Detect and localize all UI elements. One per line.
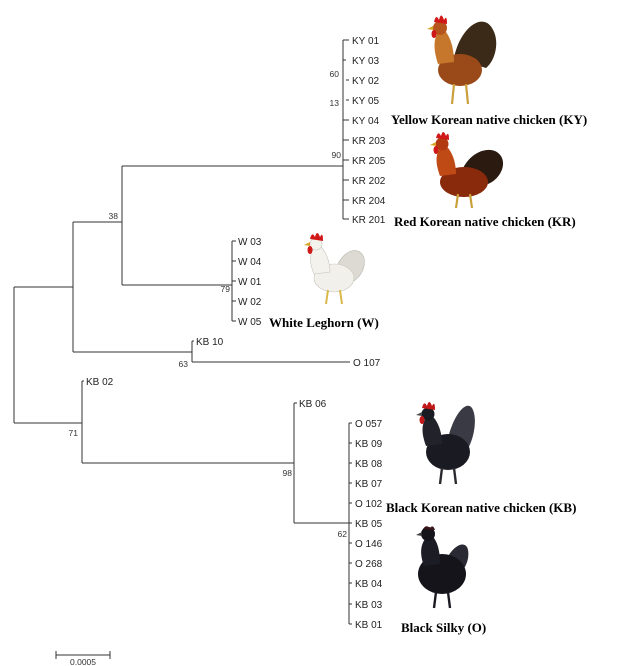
taxon-label: KB 05	[355, 519, 383, 530]
black-rooster-icon	[416, 402, 475, 485]
group-label-kb: Black Korean native chicken (KB)	[386, 500, 576, 515]
taxon-label: KB 04	[355, 579, 383, 590]
bootstrap-value: 98	[283, 468, 293, 478]
taxon-label: W 02	[238, 297, 262, 308]
taxon-label: KR 201	[352, 215, 386, 226]
bootstrap-value: 62	[338, 529, 348, 539]
taxon-label: W 01	[238, 277, 262, 288]
tree-branches	[13, 39, 352, 625]
taxon-label: KR 203	[352, 136, 386, 147]
taxon-label: KB 02	[86, 377, 114, 388]
branch-black	[293, 402, 349, 524]
taxon-label: W 04	[238, 257, 262, 268]
scale-bar-line	[55, 651, 111, 659]
white-leghorn-icon	[304, 233, 365, 305]
taxon-label: O 268	[355, 559, 383, 570]
bootstrap-value: 38	[109, 211, 119, 221]
bootstrap-value: 79	[221, 284, 231, 294]
taxon-label: O 146	[355, 539, 383, 550]
group-label-ky: Yellow Korean native chicken (KY)	[391, 112, 587, 127]
taxon-label: KB 09	[355, 439, 383, 450]
taxon-label: O 057	[355, 419, 383, 430]
taxon-label: O 107	[353, 358, 381, 369]
branch-black-inner	[348, 422, 352, 625]
taxon-label: KY 05	[352, 96, 379, 107]
scale-bar: 0.0005	[55, 651, 111, 666]
taxon-label: KY 02	[352, 76, 379, 87]
bootstrap-value: 60	[330, 69, 340, 79]
taxon-label: KB 01	[355, 620, 383, 631]
taxon-label: W 05	[238, 317, 262, 328]
branch-kb10-o107	[191, 340, 350, 363]
taxon-label: KR 202	[352, 176, 386, 187]
taxa-labels: KY 01 KY 03 KY 02 KY 05 KY 04 KR 203 KR …	[86, 36, 386, 631]
taxon-label: O 102	[355, 499, 383, 510]
black-silky-icon	[416, 526, 469, 609]
taxon-label: KB 07	[355, 479, 383, 490]
taxon-label: KY 04	[352, 116, 379, 127]
taxon-label: KB 06	[299, 399, 327, 410]
taxon-label: KY 01	[352, 36, 379, 47]
bootstrap-value: 13	[330, 98, 340, 108]
taxon-label: KR 204	[352, 196, 386, 207]
taxon-label: KY 03	[352, 56, 379, 67]
branch-ky-kr	[342, 39, 349, 220]
group-label-kr: Red Korean native chicken (KR)	[394, 214, 576, 229]
branch-upper	[72, 221, 192, 353]
branch-node-38	[121, 165, 343, 286]
bootstrap-values: 60 13 90 38 79 63 71 98 62	[69, 69, 348, 539]
branch-ky-sub	[343, 59, 349, 121]
branch-lower	[81, 380, 294, 464]
bootstrap-value: 63	[179, 359, 189, 369]
branch-white	[231, 240, 236, 322]
taxon-label: KB 10	[196, 337, 224, 348]
bootstrap-value: 71	[69, 428, 79, 438]
group-label-o: Black Silky (O)	[401, 620, 486, 635]
branch-root	[13, 286, 82, 424]
taxon-label: W 03	[238, 237, 262, 248]
red-rooster-icon	[430, 132, 504, 209]
yellow-rooster-icon	[427, 15, 497, 105]
bootstrap-value: 90	[332, 150, 342, 160]
taxon-label: KR 205	[352, 156, 386, 167]
scale-bar-label: 0.0005	[70, 657, 96, 666]
taxon-label: KB 08	[355, 459, 383, 470]
group-labels: Yellow Korean native chicken (KY) Red Ko…	[269, 112, 587, 635]
group-label-w: White Leghorn (W)	[269, 315, 379, 330]
taxon-label: KB 03	[355, 600, 383, 611]
